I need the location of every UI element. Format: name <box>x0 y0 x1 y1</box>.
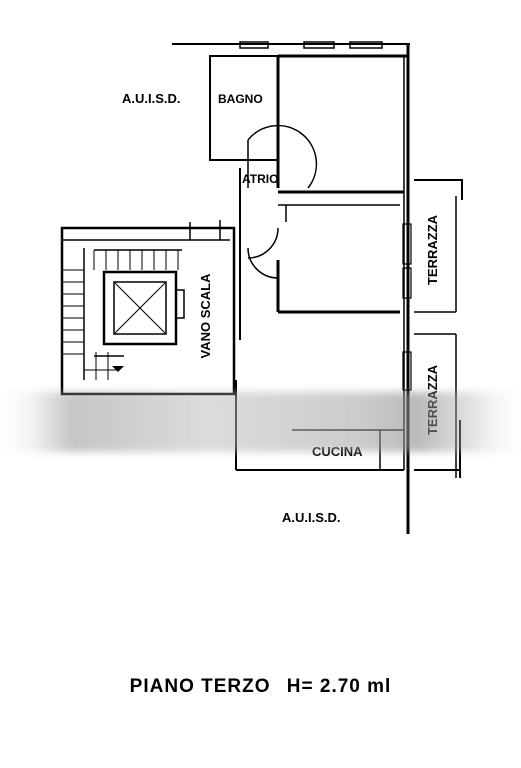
floor-name: PIANO TERZO <box>129 676 271 697</box>
atrio-doors <box>239 124 318 340</box>
label-cucina: CUCINA <box>312 444 363 459</box>
label-neighbor-top: A.U.I.S.D. <box>122 91 181 106</box>
room-walls <box>276 190 404 470</box>
bathroom-walls <box>209 55 280 188</box>
ceiling-height: H= 2.70 ml <box>286 676 392 697</box>
label-vano-scala: VANO SCALA <box>198 273 213 359</box>
stairwell <box>60 220 236 396</box>
label-terrazza-2: TERRAZZA <box>425 364 440 435</box>
floor-caption: PIANO TERZO H= 2.70 ml <box>0 676 521 698</box>
label-neighbor-bottom: A.U.I.S.D. <box>282 510 341 525</box>
label-atrio: ATRIO <box>242 172 278 186</box>
outer-walls <box>172 41 410 534</box>
label-terrazza-1: TERRAZZA <box>425 214 440 285</box>
elevator-shaft <box>102 270 185 346</box>
label-bagno: BAGNO <box>218 92 263 106</box>
